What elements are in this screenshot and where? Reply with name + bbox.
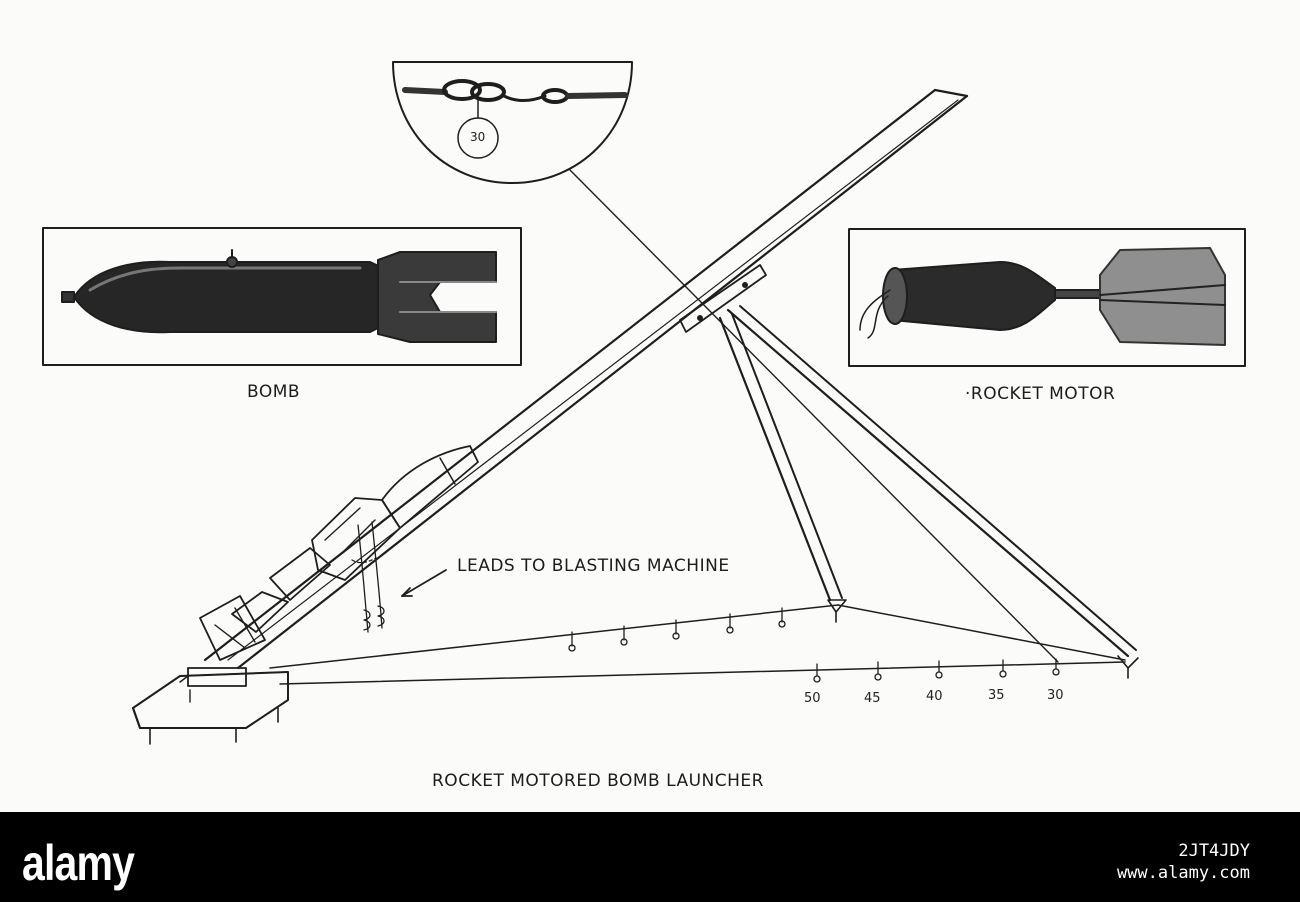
detail-leader-line: [569, 169, 1059, 663]
bomb-inset: [42, 227, 522, 366]
range-mark-50: 50: [804, 691, 821, 706]
inset-stake-number: 30: [470, 130, 486, 144]
rocket-motor-inset: [848, 228, 1246, 367]
rocket-bomb-assembly: [199, 445, 479, 661]
site-url: www.alamy.com: [1116, 863, 1250, 883]
blasting-leads: [351, 521, 447, 633]
diagram-title: ROCKET MOTORED BOMB LAUNCHER: [432, 771, 764, 791]
image-reference: 2JT4JDY www.alamy.com: [1117, 840, 1250, 884]
base-plate: [132, 667, 289, 745]
range-mark-45: 45: [864, 691, 881, 706]
rocket-motor-label: ·ROCKET MOTOR: [965, 384, 1116, 404]
range-mark-40: 40: [926, 689, 943, 704]
stake-detail-inset: [392, 61, 633, 184]
launcher-diagram: [42, 61, 1246, 745]
range-mark-35: 35: [988, 688, 1005, 703]
watermark-footer: alamy 2JT4JDY www.alamy.com: [0, 812, 1300, 902]
launcher-rail: [203, 88, 969, 670]
bomb-label: BOMB: [247, 382, 301, 402]
image-id: 2JT4JDY: [1178, 841, 1250, 861]
leads-label: LEADS TO BLASTING MACHINE: [457, 556, 730, 576]
upper-pickets: [568, 607, 786, 652]
guide-wires: [269, 604, 1126, 685]
range-stakes: [813, 658, 1060, 683]
brand-logo: alamy: [22, 835, 135, 891]
range-mark-30: 30: [1047, 688, 1064, 703]
diagram-canvas: BOMB ·ROCKET MOTOR LEADS TO BLASTING MAC…: [42, 61, 1246, 791]
